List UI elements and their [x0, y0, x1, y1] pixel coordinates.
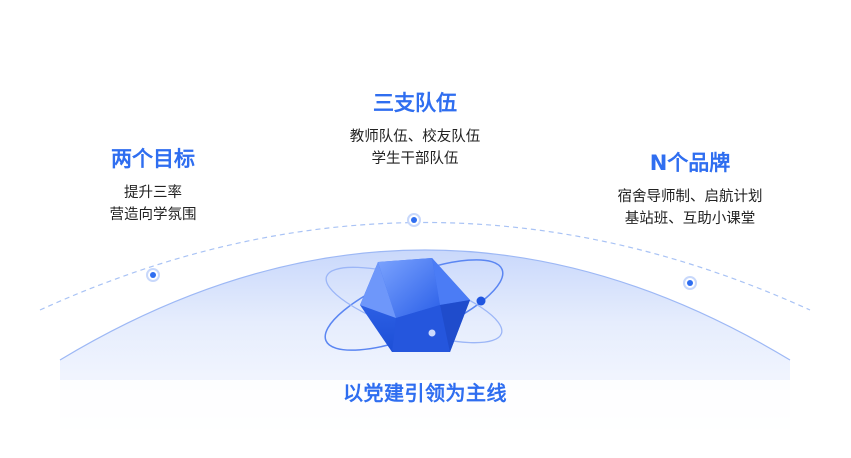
node-left-line-2: 营造向学氛围 — [109, 207, 197, 223]
center-title: 以党建引领为主线 — [343, 381, 507, 405]
node-mid: 三支队伍 教师队伍、校友队伍 学生干部队伍 — [320, 90, 510, 170]
node-left-line-1: 提升三率 — [124, 185, 182, 201]
node-right-title: N个品牌 — [649, 151, 731, 175]
marker-right — [683, 276, 697, 290]
node-mid-line-2: 学生干部队伍 — [371, 151, 459, 167]
marker-left — [146, 268, 160, 282]
dome-edge — [59, 249, 791, 361]
orbit-dot — [476, 296, 486, 306]
node-right: N个品牌 宿舍导师制、启航计划 基站班、互助小课堂 — [580, 150, 800, 230]
node-left: 两个目标 提升三率 营造向学氛围 — [88, 146, 218, 226]
marker-mid — [407, 213, 421, 227]
node-left-title: 两个目标 — [111, 147, 195, 171]
crystal-gem-icon — [360, 258, 470, 352]
node-mid-line-1: 教师队伍、校友队伍 — [349, 129, 481, 145]
node-right-line-2: 基站班、互助小课堂 — [624, 211, 756, 227]
node-right-line-1: 宿舍导师制、启航计划 — [617, 189, 763, 205]
dashed-orbit-arc — [39, 222, 811, 311]
node-mid-title: 三支队伍 — [373, 91, 457, 115]
